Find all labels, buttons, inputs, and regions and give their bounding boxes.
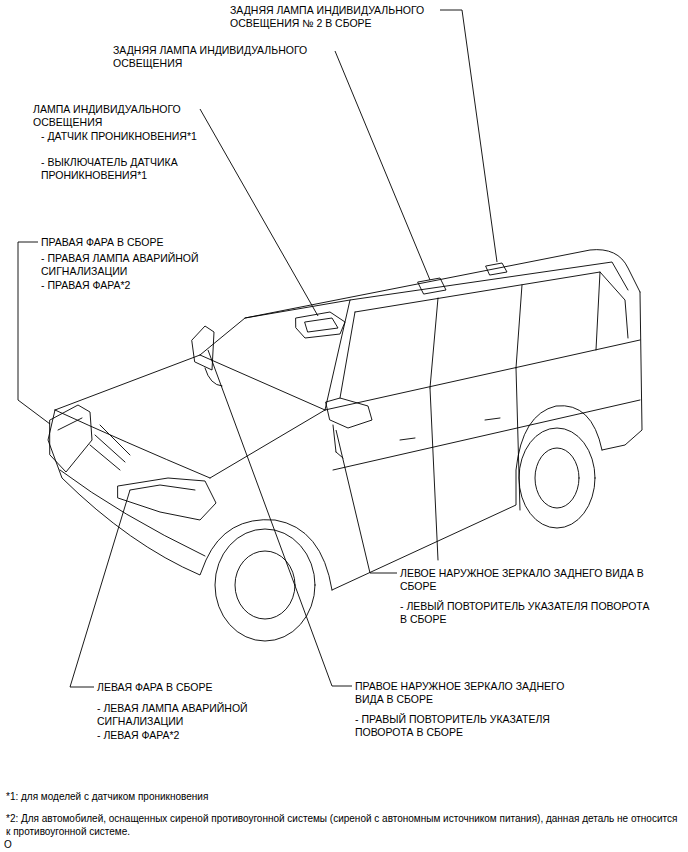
sub-part-label: - ВЫКЛЮЧАТЕЛЬ ДАТЧИКА ПРОНИКНОВЕНИЯ*1 — [41, 156, 201, 182]
sub-part-label: - ЛЕВЫЙ ПОВТОРИТЕЛЬ УКАЗАТЕЛЯ ПОВОРОТА В… — [400, 600, 650, 626]
sub-part-label: - ПРАВЫЙ ПОВТОРИТЕЛЬ УКАЗАТЕЛЯ ПОВОРОТА … — [355, 713, 580, 739]
part-label: ПРАВАЯ ФАРА В СБОРЕ — [41, 236, 163, 249]
sub-part-label: - ПРАВАЯ ФАРА*2 — [41, 279, 130, 292]
sub-part-label: - ПРАВАЯ ЛАМПА АВАРИЙНОЙ СИГНАЛИЗАЦИИ — [41, 252, 226, 278]
sub-part-label: - ЛЕВАЯ ЛАМПА АВАРИЙНОЙ СИГНАЛИЗАЦИИ — [97, 702, 277, 728]
part-label: ЗАДНЯЯ ЛАМПА ИНДИВИДУАЛЬНОГО ОСВЕЩЕНИЯ — [113, 44, 318, 70]
footnote: *1: для моделей с датчиком проникновения — [6, 790, 208, 803]
part-label: ПРАВОЕ НАРУЖНОЕ ЗЕРКАЛО ЗАДНЕГО ВИДА В С… — [355, 680, 580, 706]
part-label: ЛЕВОЕ НАРУЖНОЕ ЗЕРКАЛО ЗАДНЕГО ВИДА В СБ… — [400, 567, 650, 593]
figure-code: O — [4, 838, 12, 851]
sub-part-label: - ДАТЧИК ПРОНИКНОВЕНИЯ*1 — [41, 130, 197, 143]
sub-part-label: - ЛЕВАЯ ФАРА*2 — [97, 729, 179, 742]
footnote: *2: Для автомобилей, оснащенных сиреной … — [6, 812, 678, 838]
part-label: ЗАДНЯЯ ЛАМПА ИНДИВИДУАЛЬНОГО ОСВЕЩЕНИЯ №… — [230, 4, 435, 30]
part-label: ЛЕВАЯ ФАРА В СБОРЕ — [97, 681, 212, 694]
part-label: ЛАМПА ИНДИВИДУАЛЬНОГО ОСВЕЩЕНИЯ — [33, 103, 193, 129]
